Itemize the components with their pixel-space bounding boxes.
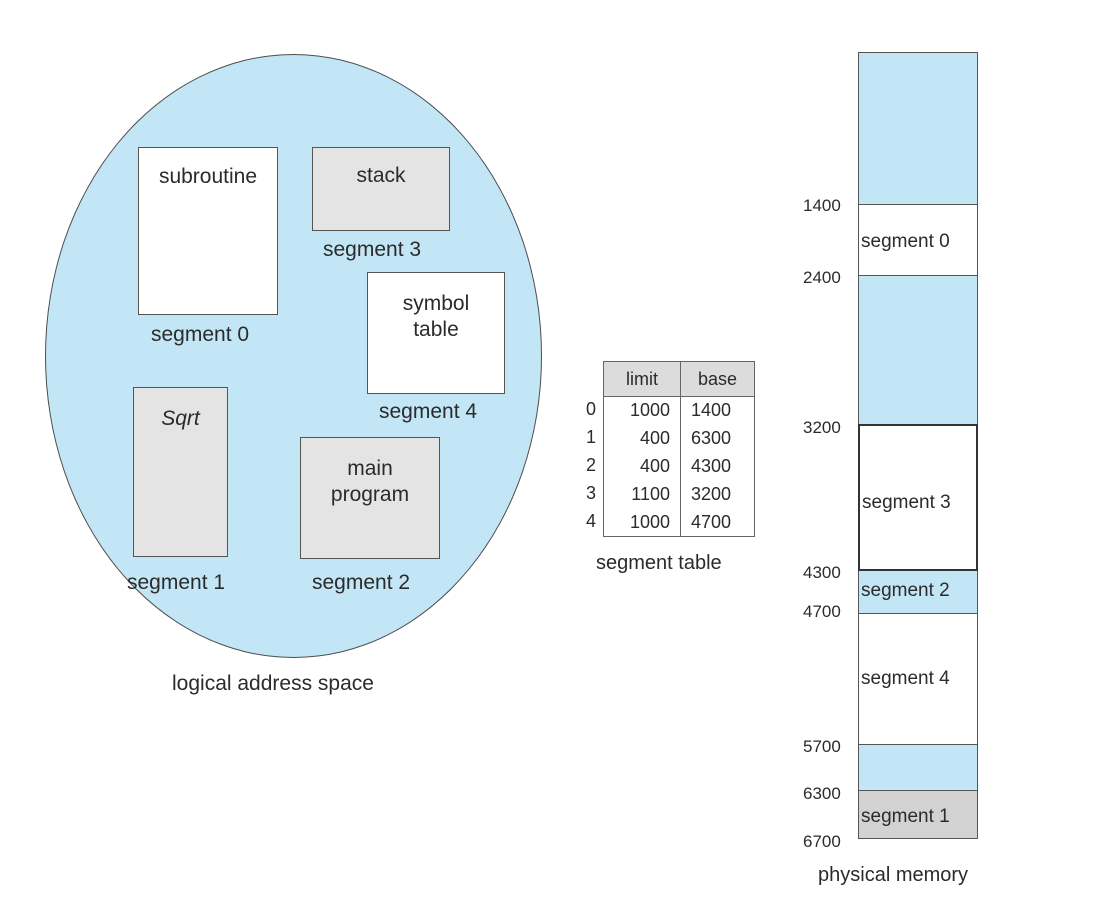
base-cell: 3200: [680, 480, 755, 509]
address-label: 6700: [803, 832, 841, 851]
main-program-text-line1: main: [347, 457, 393, 480]
memory-block-free: [858, 745, 978, 791]
limit-cell: 400: [603, 452, 681, 481]
memory-block-label: segment 2: [861, 580, 950, 601]
table-row: 400 4300: [603, 452, 755, 481]
base-cell: 6300: [680, 424, 755, 453]
main-program-box: main program: [300, 437, 440, 559]
memory-block-label: segment 3: [862, 492, 951, 513]
segment-3-label: segment 3: [323, 238, 422, 261]
physical-memory-caption: physical memory: [818, 864, 969, 886]
memory-block-label: segment 4: [861, 668, 950, 689]
stack-text: stack: [356, 164, 406, 187]
stack-box: stack: [312, 147, 450, 231]
sqrt-text: Sqrt: [161, 407, 200, 430]
memory-block-segment-3: segment 3: [858, 424, 978, 571]
base-cell: 4300: [680, 452, 755, 481]
limit-cell: 1000: [603, 508, 681, 537]
segment-table-grid: limit base 1000 1400 400 6300 400 4300 1…: [603, 361, 755, 537]
table-row: 1000 4700: [603, 508, 755, 537]
limit-cell: 1000: [603, 396, 681, 425]
symbol-table-text-line1: symbol: [402, 292, 470, 315]
symbol-table-text-line2: table: [413, 318, 459, 341]
row-index-2: 2: [586, 455, 597, 475]
main-program-text-line2: program: [330, 483, 410, 506]
subroutine-text: subroutine: [158, 165, 258, 188]
address-label: 2400: [803, 268, 841, 287]
address-label: 1400: [803, 196, 841, 215]
row-index-1: 1: [586, 427, 597, 447]
row-index-4: 4: [586, 511, 597, 531]
memory-block-label: segment 0: [861, 231, 950, 252]
limit-cell: 1100: [603, 480, 681, 509]
base-cell: 4700: [680, 508, 755, 537]
table-row: 400 6300: [603, 424, 755, 453]
subroutine-box: subroutine: [138, 147, 278, 315]
limit-cell: 400: [603, 424, 681, 453]
base-cell: 1400: [680, 396, 755, 425]
memory-block-free: [858, 276, 978, 425]
segment-0-label: segment 0: [151, 323, 250, 346]
header-base: base: [680, 361, 755, 397]
symbol-table-box: symbol table: [367, 272, 505, 394]
memory-block-segment-4: segment 4: [858, 614, 978, 745]
table-row: 1100 3200: [603, 480, 755, 509]
address-label: 5700: [803, 737, 841, 756]
table-row: 1000 1400: [603, 396, 755, 425]
logical-address-space-caption: logical address space: [172, 672, 374, 695]
segment-table-header-row: limit base: [603, 361, 755, 397]
row-index-3: 3: [586, 483, 597, 503]
address-label: 4300: [803, 563, 841, 582]
row-index-0: 0: [586, 399, 597, 419]
memory-block-segment-1: segment 1: [858, 791, 978, 839]
segment-1-label: segment 1: [127, 571, 226, 594]
address-label: 6300: [803, 784, 841, 803]
segment-table-caption: segment table: [596, 552, 722, 574]
segment-2-label: segment 2: [312, 571, 411, 594]
memory-block-free: [858, 52, 978, 205]
segment-4-label: segment 4: [379, 400, 478, 423]
sqrt-box: Sqrt: [133, 387, 228, 557]
memory-block-segment-2: segment 2: [858, 571, 978, 614]
memory-block-segment-0: segment 0: [858, 205, 978, 276]
address-label: 3200: [803, 418, 841, 437]
address-label: 4700: [803, 602, 841, 621]
header-limit: limit: [603, 361, 681, 397]
memory-block-label: segment 1: [861, 806, 950, 827]
